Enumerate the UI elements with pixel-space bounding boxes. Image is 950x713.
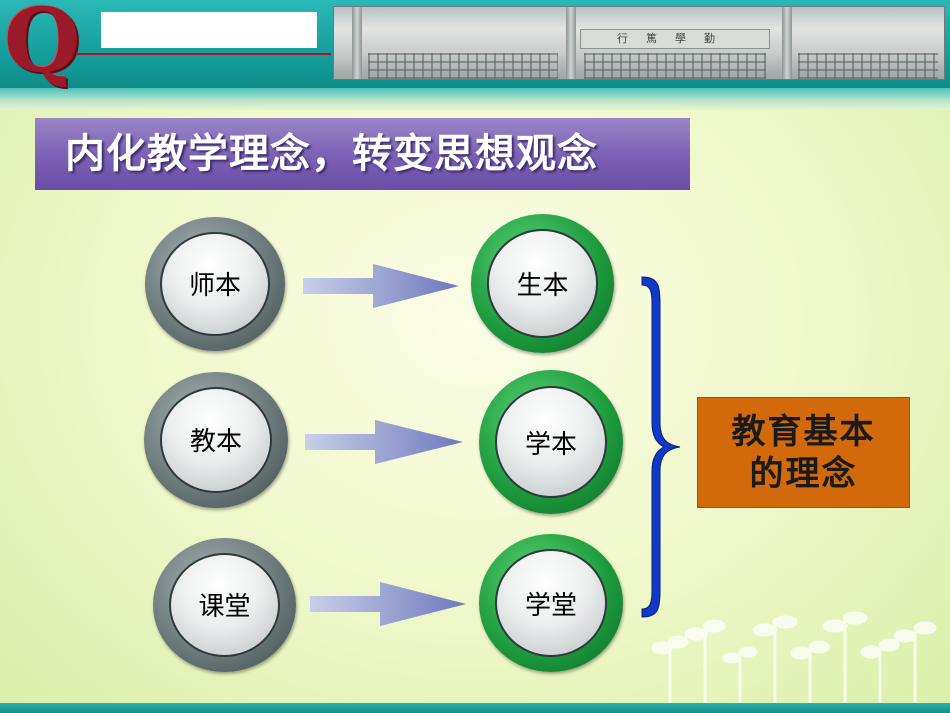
photo-lattice	[584, 53, 766, 79]
photo-plaque: 行篤學勤	[580, 29, 770, 49]
from-node-1: 师本	[145, 217, 285, 351]
from-node-3: 课堂	[153, 538, 296, 672]
slide-title: 内化教学理念，转变思想观念	[65, 131, 598, 177]
photo-pillar	[782, 7, 792, 79]
from-node-label: 师本	[160, 231, 270, 337]
footer-bar	[0, 703, 950, 713]
from-node-label: 教本	[159, 386, 273, 494]
from-node-2: 教本	[144, 372, 288, 508]
header-stripe	[0, 88, 950, 110]
right-arrow-icon	[305, 420, 463, 464]
header-title-box	[101, 12, 317, 48]
to-node-label: 生本	[486, 229, 599, 338]
photo-lattice	[368, 53, 558, 79]
concept-box: 教育基本 的理念	[697, 397, 910, 508]
curly-brace-icon	[641, 276, 681, 618]
right-arrow-icon	[303, 264, 459, 308]
to-node-3: 学堂	[479, 534, 623, 672]
to-node-label: 学堂	[494, 549, 608, 657]
photo-pillar	[566, 7, 576, 79]
header-photo: 行篤學勤	[333, 6, 945, 80]
header-red-line	[76, 53, 331, 55]
to-node-1: 生本	[471, 214, 614, 353]
right-arrow-icon	[310, 582, 466, 626]
photo-lattice	[798, 53, 938, 79]
to-node-label: 学本	[494, 385, 608, 499]
photo-pillar	[352, 7, 362, 79]
slide-title-box: 内化教学理念，转变思想观念	[35, 118, 690, 190]
q-letter-logo: Q	[4, 0, 81, 92]
concept-line-1: 教育基本	[731, 411, 876, 452]
to-node-2: 学本	[479, 370, 623, 514]
concept-line-2: 的理念	[749, 453, 858, 494]
from-node-label: 课堂	[168, 552, 281, 658]
sprout-decoration	[651, 611, 937, 703]
